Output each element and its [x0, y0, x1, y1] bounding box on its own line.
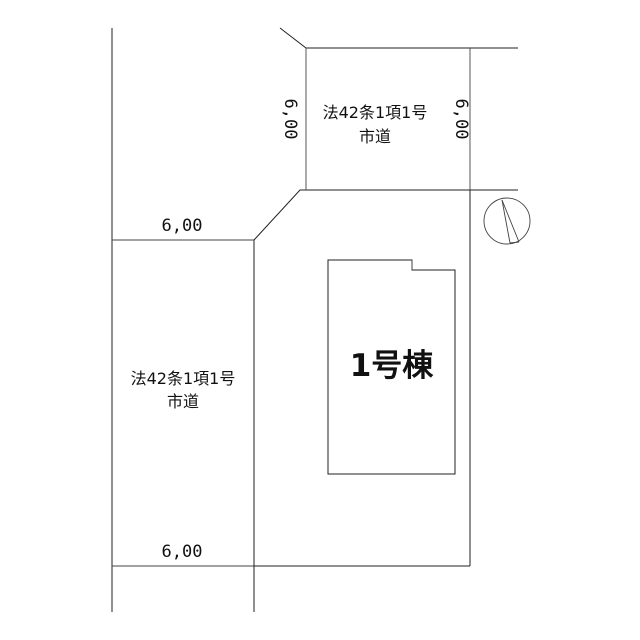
top-road-label-line1: 法42条1項1号 [322, 103, 428, 122]
left-road-bottom-width: 6,00 [161, 542, 203, 562]
left-road-label-line1: 法42条1項1号 [130, 369, 236, 388]
lot-boundary-left-and-chamfer [253, 189, 518, 612]
building-label: 1号棟 [349, 348, 434, 384]
top-road-left-width: 6,00 [280, 98, 300, 140]
top-road-right-width: 6,00 [451, 98, 471, 140]
left-road-label-line2: 市道 [166, 392, 199, 411]
north-arrow-icon [483, 197, 531, 245]
top-road-upper-edge [279, 27, 518, 49]
top-road-label-line2: 市道 [358, 127, 391, 146]
left-road-top-width: 6,00 [161, 216, 203, 236]
